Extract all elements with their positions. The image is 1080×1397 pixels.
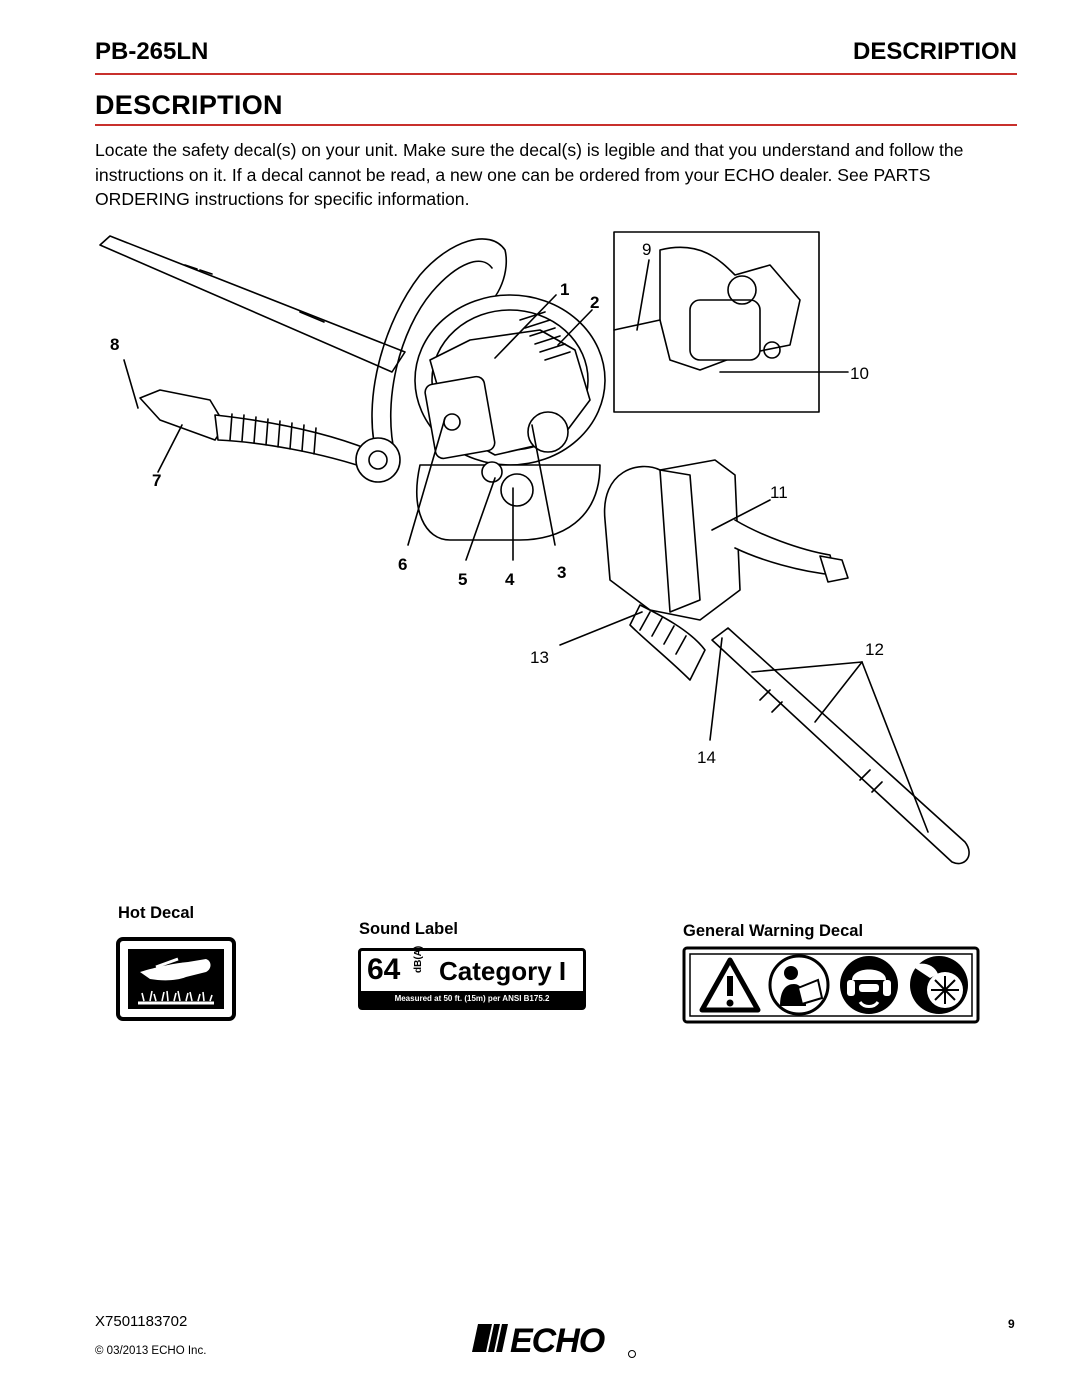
read-manual-icon bbox=[768, 954, 830, 1016]
sound-level: 64 bbox=[367, 953, 401, 986]
callout-8: 8 bbox=[110, 335, 119, 354]
model-name: PB-265LN bbox=[95, 38, 209, 65]
warning-triangle-icon bbox=[699, 957, 761, 1013]
copyright: © 03/2013 ECHO Inc. bbox=[95, 1345, 207, 1357]
document-code: X7501183702 bbox=[95, 1313, 188, 1330]
sound-unit: dB(A) bbox=[413, 945, 424, 973]
page-title: DESCRIPTION bbox=[95, 90, 283, 120]
callout-10: 10 bbox=[850, 364, 869, 383]
callout-1: 1 bbox=[560, 280, 569, 299]
header-rule bbox=[95, 73, 1017, 75]
hot-decal-title: Hot Decal bbox=[118, 904, 195, 922]
sound-note: Measured at 50 ft. (15m) per ANSI B175.2 bbox=[361, 991, 583, 1007]
callout-6: 6 bbox=[398, 555, 407, 574]
section-name: DESCRIPTION bbox=[852, 38, 1017, 65]
blower-illustration: 1 2 3 4 5 6 7 8 9 10 11 12 13 14 bbox=[99, 231, 970, 865]
callout-2: 2 bbox=[590, 293, 599, 312]
sound-label-title: Sound Label bbox=[359, 920, 458, 938]
callout-14: 14 bbox=[697, 748, 716, 767]
callout-4: 4 bbox=[505, 570, 515, 589]
fan-hand-hazard-icon bbox=[910, 956, 968, 1014]
sound-label: 64 dB(A) Category I Measured at 50 ft. (… bbox=[358, 945, 586, 1010]
callout-13: 13 bbox=[530, 648, 549, 667]
callout-3: 3 bbox=[557, 563, 566, 582]
heat-icon bbox=[138, 990, 214, 1005]
hot-decal bbox=[116, 937, 236, 1021]
general-warning-title: General Warning Decal bbox=[683, 922, 864, 940]
echo-logo: ECHO bbox=[472, 1322, 636, 1360]
callout-9: 9 bbox=[642, 240, 651, 259]
title-rule bbox=[95, 124, 1017, 126]
page-number: 9 bbox=[1008, 1317, 1015, 1331]
callout-5: 5 bbox=[458, 570, 467, 589]
echo-logo-text: ECHO bbox=[510, 1322, 605, 1360]
hand-icon bbox=[140, 957, 211, 981]
sound-category: Category I bbox=[439, 956, 567, 986]
callout-11: 11 bbox=[770, 483, 788, 502]
general-warning-decal bbox=[682, 946, 980, 1024]
callout-7: 7 bbox=[152, 471, 161, 490]
callout-12: 12 bbox=[865, 640, 884, 659]
hearing-eye-protection-icon bbox=[840, 956, 898, 1014]
intro-paragraph: Locate the safety decal(s) on your unit.… bbox=[95, 140, 964, 209]
